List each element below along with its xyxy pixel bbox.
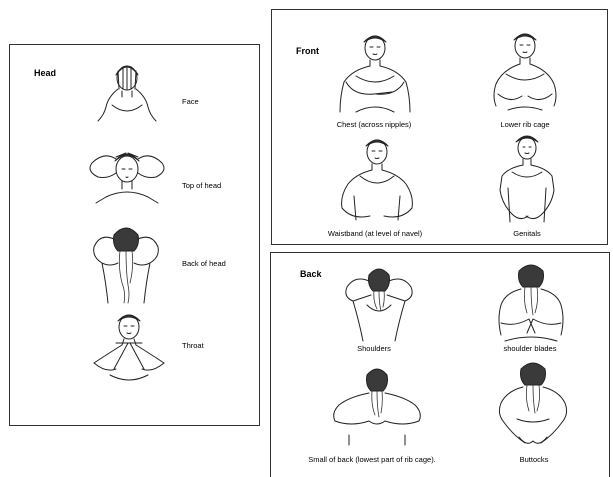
label-waistband: Waistband (at level of navel)	[328, 229, 422, 238]
label-shoulders: Shoulders	[357, 344, 391, 353]
label-face: Face	[182, 97, 199, 106]
label-lower-rib-cage: Lower rib cage	[500, 120, 549, 129]
figure-genitals	[492, 132, 562, 226]
label-chest: Chest (across nipples)	[337, 120, 412, 129]
back-panel-title: Back	[300, 269, 322, 279]
figure-top-of-head	[82, 147, 172, 205]
label-throat: Throat	[182, 341, 204, 350]
label-small-of-back: Small of back (lowest part of rib cage).	[308, 455, 436, 464]
label-back-of-head: Back of head	[182, 259, 226, 268]
front-panel-title: Front	[296, 46, 319, 56]
figure-shoulder-blades	[495, 261, 567, 345]
figure-shoulders	[337, 265, 421, 343]
figure-face	[94, 61, 160, 123]
label-genitals: Genitals	[513, 229, 541, 238]
figure-lower-rib-cage	[484, 30, 566, 114]
label-buttocks: Buttocks	[520, 455, 549, 464]
figure-back-of-head	[88, 223, 164, 305]
back-panel: Back Shoulders shoulder blades Small of …	[270, 252, 610, 477]
figure-buttocks	[493, 359, 573, 449]
head-panel: Head Face Top of head Back of head	[9, 44, 260, 426]
figure-chest	[334, 32, 416, 116]
figure-small-of-back	[325, 365, 425, 445]
head-panel-title: Head	[34, 68, 56, 78]
figure-waistband	[334, 136, 420, 224]
figure-throat	[86, 311, 172, 383]
label-top-of-head: Top of head	[182, 181, 221, 190]
label-shoulder-blades: shoulder blades	[504, 344, 557, 353]
front-panel: Front Chest (across nipples) Lower rib c…	[271, 9, 608, 245]
